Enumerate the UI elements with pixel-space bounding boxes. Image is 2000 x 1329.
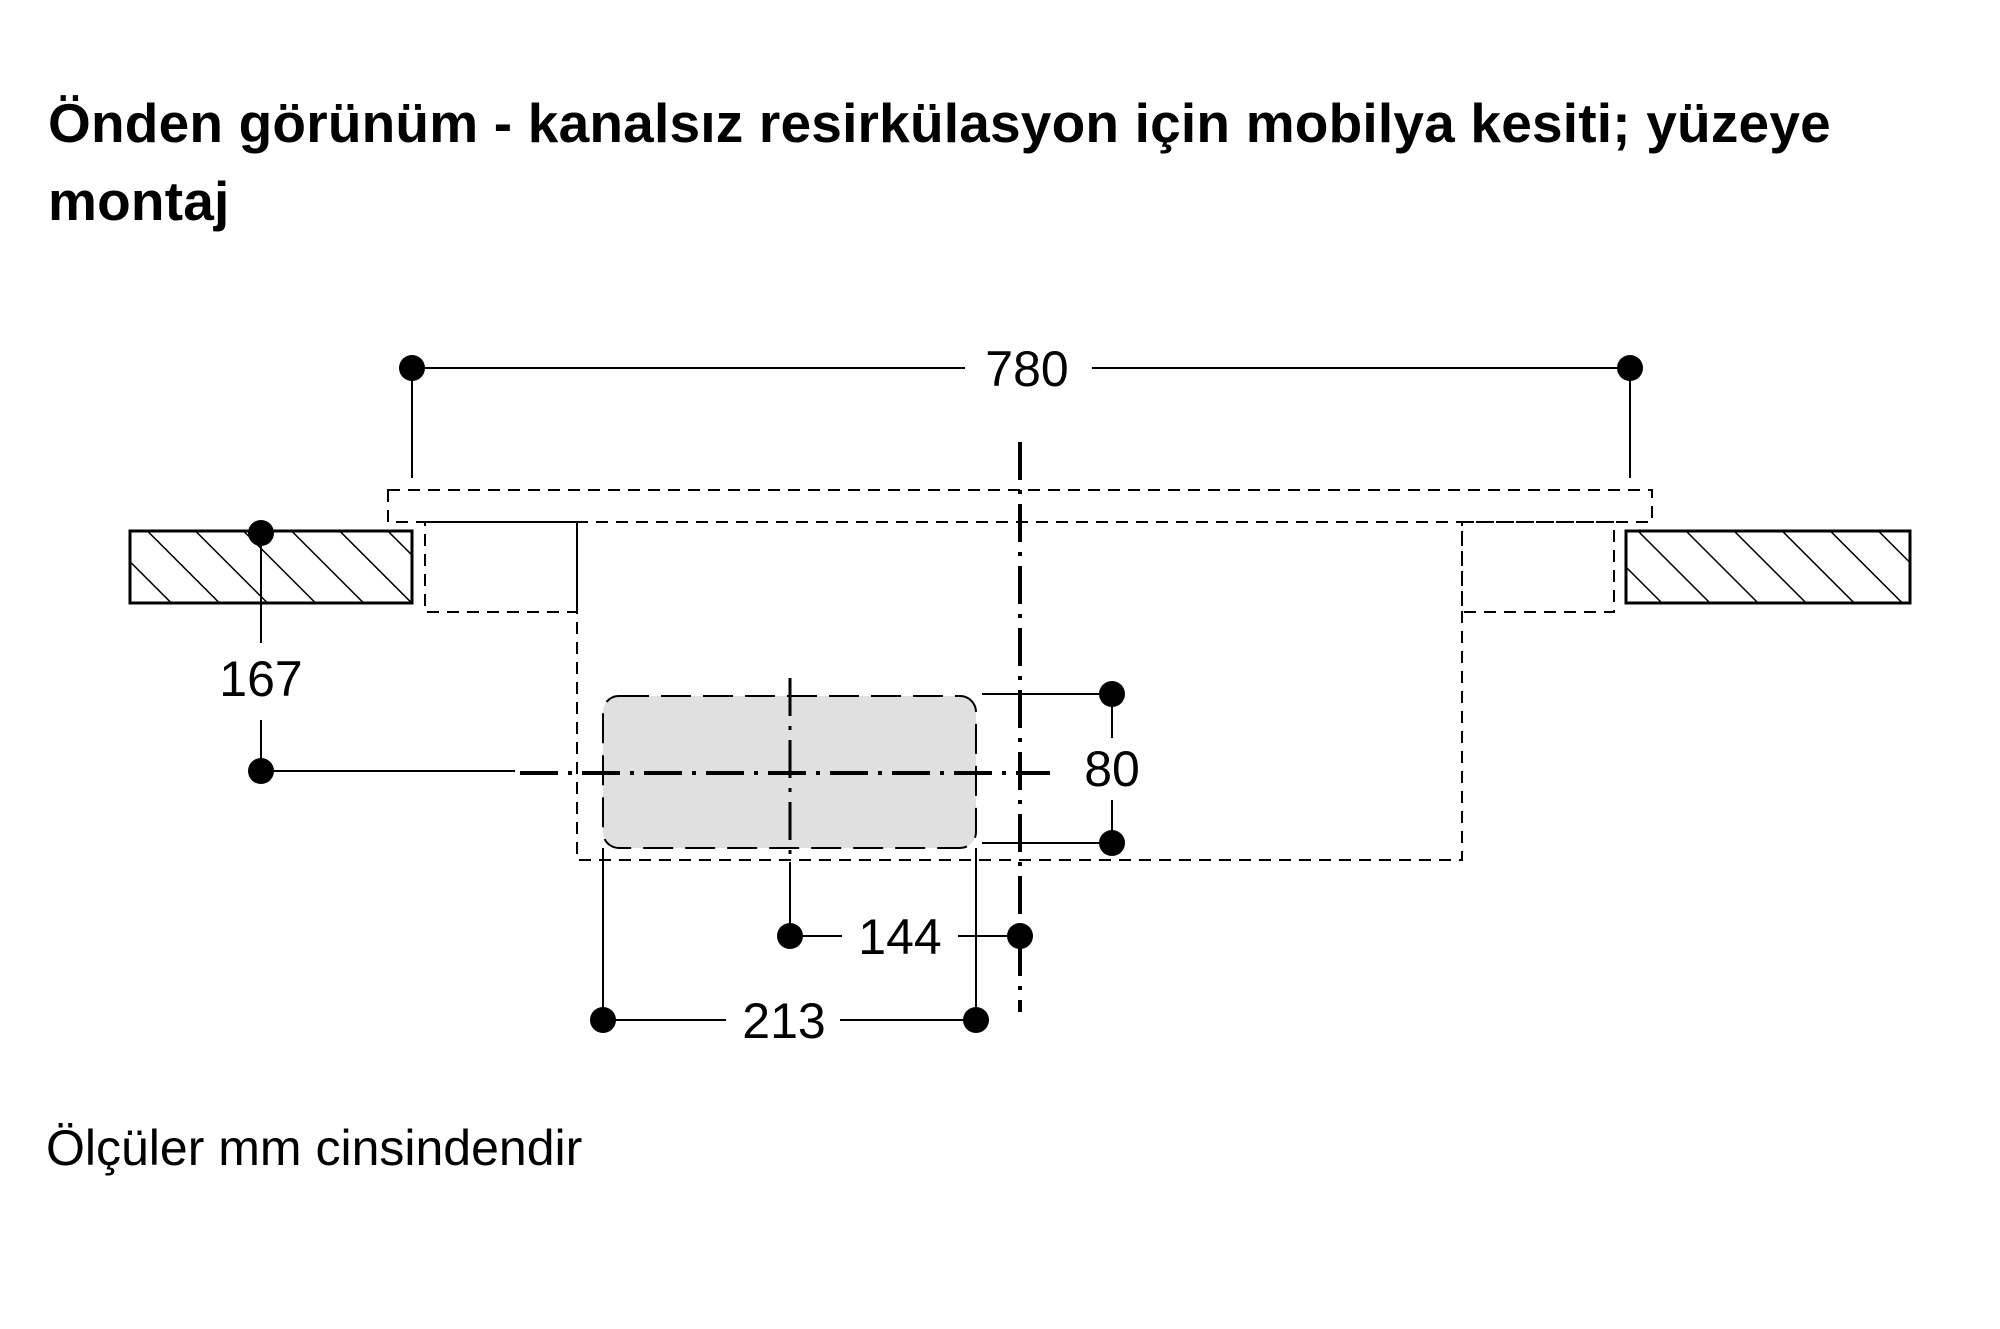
dimension-144: 144: [777, 862, 1033, 965]
dimension-dot: [1099, 681, 1125, 707]
dimension-780: 780: [399, 341, 1643, 478]
dimension-label-80: 80: [1084, 741, 1140, 797]
page-title: Önden görünüm - kanalsız resirkülasyon i…: [48, 92, 1831, 232]
dimension-dot: [590, 1007, 616, 1033]
dimension-dot: [399, 355, 425, 381]
worktop-right: [1624, 529, 1912, 605]
dimension-label-780: 780: [985, 341, 1068, 397]
dimension-dot: [1617, 355, 1643, 381]
dimension-label-144: 144: [858, 909, 941, 965]
dimension-dot: [1099, 830, 1125, 856]
dimension-dot: [248, 520, 274, 546]
dimension-dot: [1007, 923, 1033, 949]
dimension-label-167: 167: [219, 651, 302, 707]
dimension-80: 80: [982, 681, 1140, 856]
dimension-label-213: 213: [742, 993, 825, 1049]
worktop-left: [128, 529, 414, 605]
center-lines: [520, 442, 1050, 1012]
dimension-167: 167: [219, 520, 515, 784]
appliance-outline: [387, 489, 1653, 861]
units-note: Ölçüler mm cinsindendir: [46, 1120, 583, 1176]
dimension-213: 213: [590, 848, 989, 1049]
dimension-dot: [248, 758, 274, 784]
dimension-dot: [777, 923, 803, 949]
dimension-dot: [963, 1007, 989, 1033]
